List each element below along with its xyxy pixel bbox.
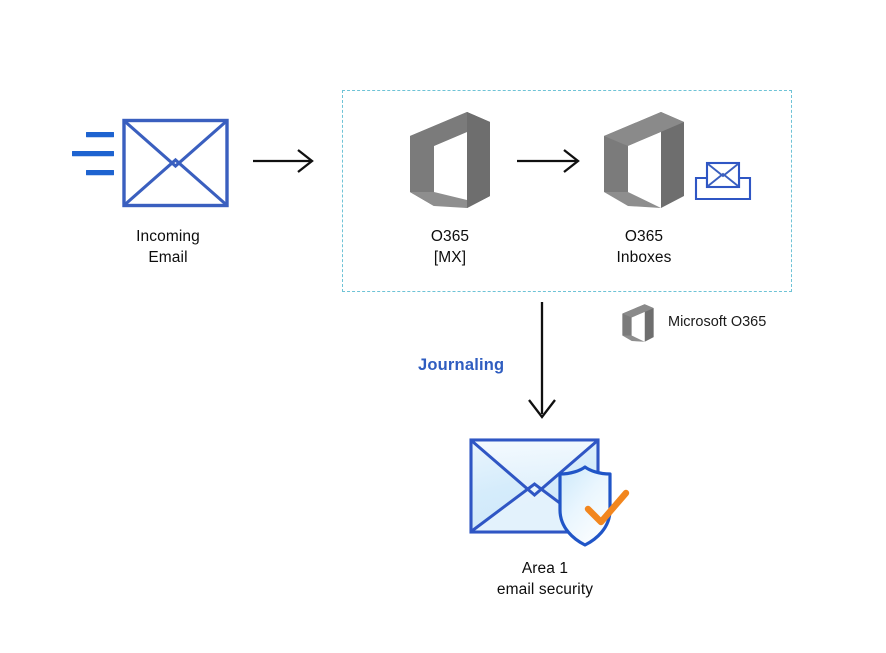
o365-mx-label: O365 [MX] [430, 228, 470, 266]
office365-logo-icon [604, 112, 684, 208]
area1-label: Area 1 email security [496, 560, 594, 598]
incoming-email-node [72, 118, 232, 210]
motion-lines-icon [72, 132, 114, 176]
journaling-label: Journaling [418, 356, 505, 374]
o365-mx-node [404, 108, 496, 212]
office365-logo-icon [622, 304, 654, 342]
arrow-right-icon [517, 149, 580, 173]
area1-node [468, 432, 632, 550]
envelope-shield-check-icon [469, 438, 630, 547]
arrow-right-icon [253, 149, 314, 173]
connector-mx-to-inboxes [516, 146, 586, 176]
connector-inboxes-to-area1 [522, 300, 562, 422]
o365-inboxes-node [598, 108, 690, 212]
o365-inboxes-label: O365 Inboxes [616, 228, 672, 266]
inbox-tray-envelope-icon [694, 161, 752, 201]
envelope-icon [72, 118, 229, 208]
connector-incoming-to-mx [252, 146, 318, 176]
arrow-down-icon [528, 302, 556, 419]
office365-logo-icon [410, 112, 490, 208]
legend-icon-wrap [620, 302, 656, 344]
microsoft-o365-boundary-zone [342, 90, 792, 292]
inboxes-badge [694, 160, 752, 202]
legend-label-microsoft-o365: Microsoft O365 [668, 314, 767, 330]
incoming-email-label: Incoming Email [136, 228, 200, 266]
